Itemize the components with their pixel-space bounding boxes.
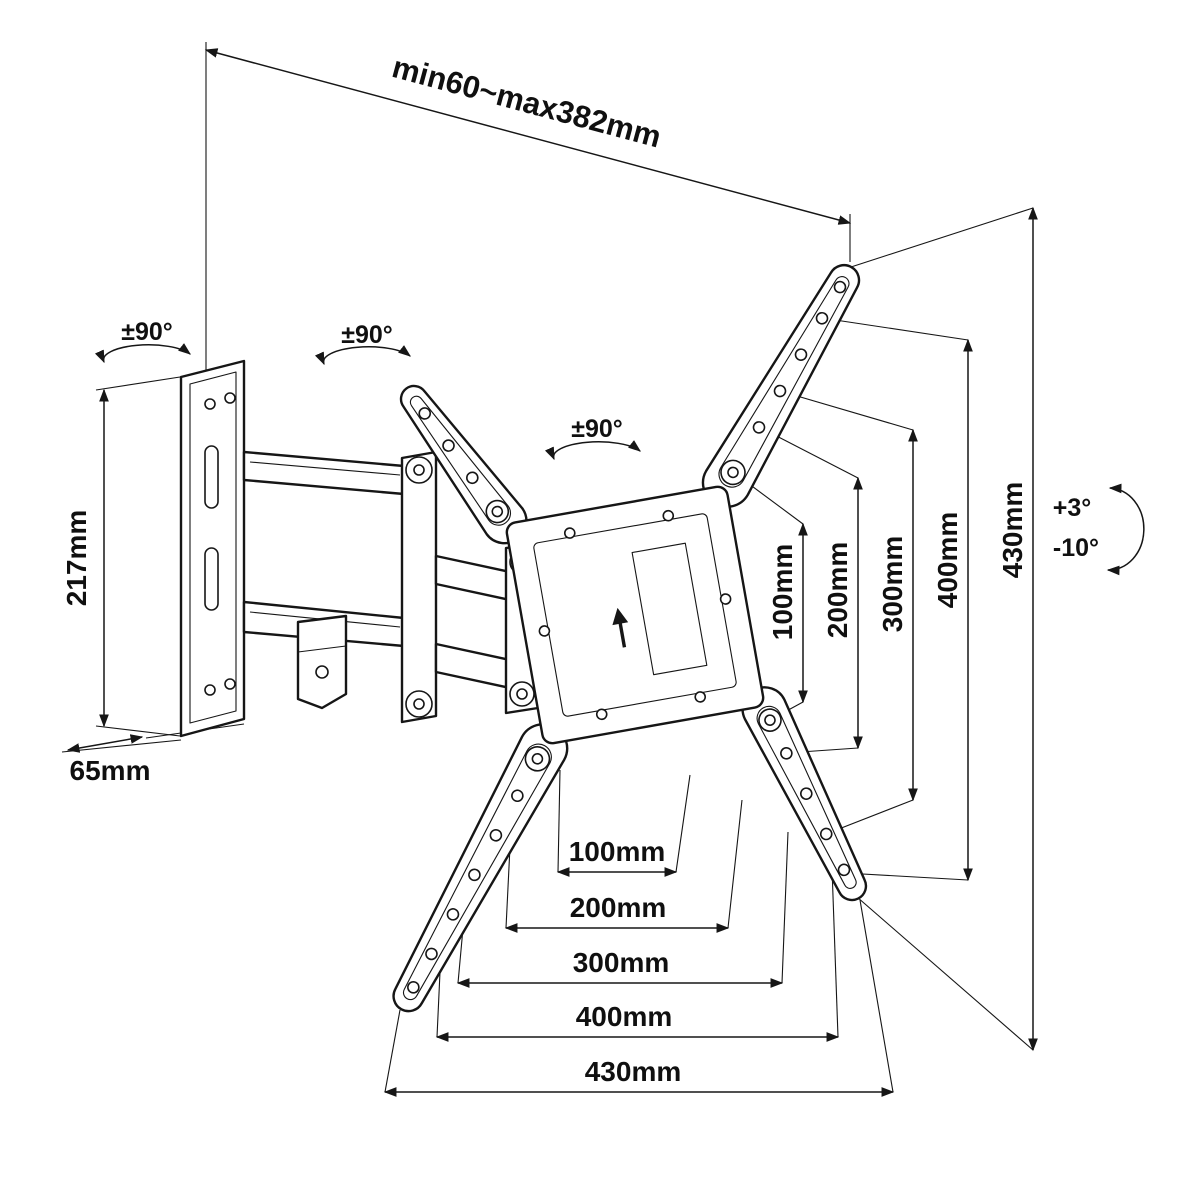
dim-label-v-430mm: 430mm: [997, 482, 1028, 579]
dim-label-v-200mm: 200mm: [822, 542, 853, 639]
up-arrow-icon: [612, 607, 629, 648]
tilt-label-down: -10°: [1053, 534, 1099, 562]
dim-label-v-100mm: 100mm: [767, 544, 798, 641]
pivot-column: [400, 450, 438, 724]
vesa-arm-top-right: [701, 263, 861, 508]
dim-label-h-100mm: 100mm: [569, 836, 666, 867]
vesa-plate: [505, 485, 765, 745]
vesa-arm-bottom-right: [741, 686, 868, 902]
dim-label-extension-range: min60~max382mm: [389, 49, 665, 154]
dim-label-h-200mm: 200mm: [570, 892, 667, 923]
arm-bracket: [296, 614, 348, 710]
rotation-label-wall: ±90°: [121, 318, 173, 346]
dim-line-65mm: [66, 734, 144, 753]
plate-cutout: [631, 542, 708, 676]
dim-label-h-400mm: 400mm: [576, 1001, 673, 1032]
rotation-label-plate: ±90°: [571, 415, 623, 443]
dim-line-extension-range: [204, 48, 852, 225]
vesa-arm-bottom-left: [392, 723, 569, 1013]
wall-plate-slot: [204, 547, 219, 611]
rotation-arrows: [94, 343, 1145, 576]
rotation-arrow-icon: [94, 343, 192, 364]
dim-label-h-300mm: 300mm: [573, 947, 670, 978]
dim-label-h-430mm: 430mm: [585, 1056, 682, 1087]
vesa-arm-top-left: [399, 384, 528, 545]
dim-label-v-400mm: 400mm: [932, 512, 963, 609]
dim-label-v-300mm: 300mm: [877, 536, 908, 633]
rotation-arrow-icon: [544, 440, 642, 461]
tilt-arrow-icon: [1106, 483, 1145, 576]
dim-label-65mm: 65mm: [70, 755, 151, 786]
wall-plate-slot: [204, 445, 219, 509]
tilt-label-up: +3°: [1053, 494, 1092, 522]
rotation-arrow-icon: [314, 345, 412, 366]
wall-plate: [179, 359, 246, 738]
rotation-label-elbow: ±90°: [341, 321, 393, 349]
dim-label-217mm: 217mm: [61, 510, 92, 607]
dimension-lines: [66, 48, 1038, 1097]
